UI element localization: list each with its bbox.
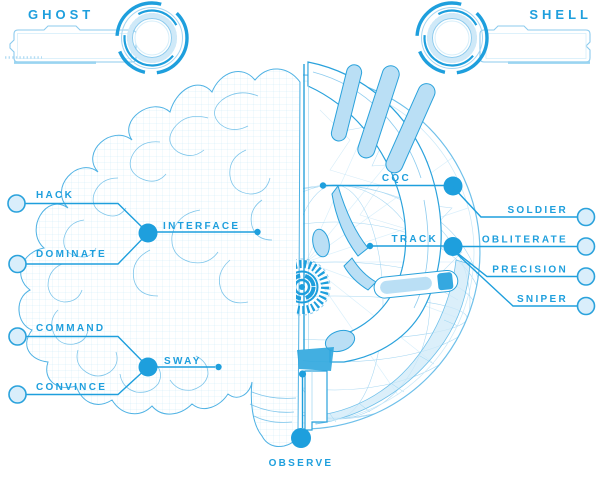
soldier-label: SOLDIER [507,205,568,216]
convince-label: CONVINCE [36,382,107,393]
hack-terminal [7,194,26,213]
hud-frame-right [479,25,591,63]
convince-terminal [8,385,27,404]
callout-convince: CONVINCE [8,366,149,404]
brain-gyri [47,92,297,423]
chin-piece [324,329,356,353]
command-label: COMMAND [36,323,105,334]
precision-terminal [576,267,596,286]
cqc-hub-node [443,176,463,196]
interface-label: INTERFACE [163,221,240,232]
dominate-label: DOMINATE [36,249,107,260]
sway-label: SWAY [164,356,202,367]
callout-soldier: SOLDIER [452,186,596,227]
hud-frame-right-inner [485,33,587,59]
soldier-terminal [576,207,596,227]
obliterate-label: OBLITERATE [482,235,568,246]
interface-hub-node [138,223,158,243]
hud-frame-left [9,25,137,63]
callout-obliterate: OBLITERATE [453,235,596,256]
soldier-connector [452,186,577,218]
iris-gear [296,258,331,316]
cheek-chevrons [331,184,377,291]
sniper-label: SNIPER [517,294,568,305]
dominate-connector [26,232,149,265]
dominate-terminal [8,254,27,274]
precision-label: PRECISION [492,265,568,276]
callout-dominate: DOMINATE [8,232,149,274]
ghost-title: GHOST [28,7,94,22]
observe-hub-node [291,428,311,448]
ear-module [373,270,459,299]
obliterate-terminal [576,237,596,256]
spine-column [297,347,334,431]
cqc-label: CQC [382,173,411,184]
brain-illustration [18,68,301,447]
callout-cqc: CQC [319,173,463,196]
callout-sway: SWAY [138,356,222,377]
collar-hatch [329,319,459,423]
hud-ring-left [113,0,190,77]
observe-anchor-dot [298,370,307,378]
brain-outline [18,68,301,447]
sway-hub-node [138,357,158,377]
convince-connector [26,366,149,396]
track-label: TRACK [392,234,439,245]
visor-slits [330,64,436,174]
track-anchor-dot [366,242,374,250]
callout-observe: OBSERVE [269,370,334,469]
hud-ghost: GHOST [5,0,191,77]
callout-sniper: SNIPER [456,253,596,316]
observe-label: OBSERVE [269,458,334,469]
cheek-petal [312,228,330,258]
precision-connector [455,251,577,278]
command-terminal [8,327,27,346]
cqc-anchor-dot [319,182,327,189]
sniper-connector [456,253,577,307]
sniper-terminal [576,296,596,316]
hack-connector [25,202,149,234]
hack-label: HACK [36,190,74,201]
shell-title: SHELL [529,7,592,22]
hud-frame-left-inner [17,33,132,59]
hud-shell: SHELL [413,0,592,77]
command-connector [26,335,149,368]
hud-ring-right [413,0,490,77]
callout-precision: PRECISION [455,251,596,286]
callout-command: COMMAND [8,323,149,368]
callout-interface: INTERFACE [138,221,261,243]
sway-anchor-dot [215,363,222,371]
callout-hack: HACK [7,190,149,234]
interface-anchor-dot [254,228,261,236]
shell-illustration [296,61,481,431]
